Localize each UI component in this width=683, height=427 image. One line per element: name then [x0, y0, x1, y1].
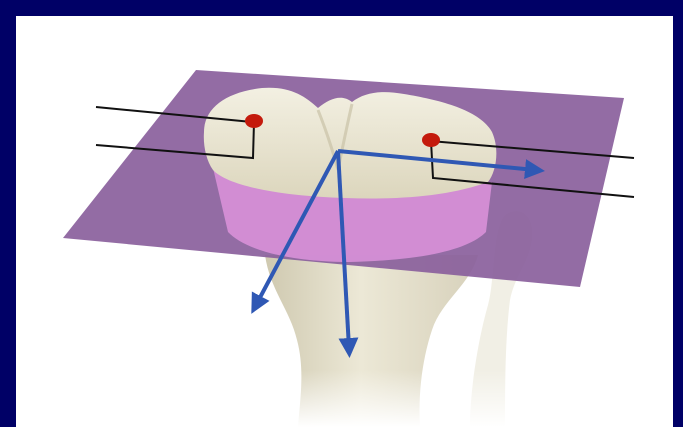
landmark-marker-right: [422, 133, 440, 147]
landmark-marker-left: [245, 114, 263, 128]
bottom-fade: [260, 370, 560, 427]
